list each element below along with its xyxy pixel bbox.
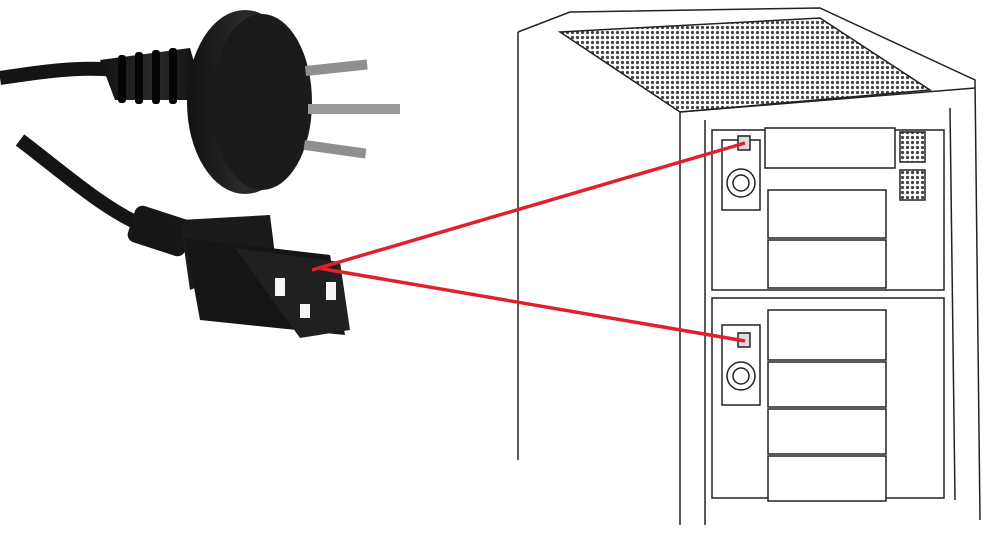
power-cord bbox=[0, 10, 400, 338]
cabinet-front-frame bbox=[679, 87, 976, 525]
connection-lines bbox=[311, 141, 746, 343]
cabinet-side bbox=[517, 7, 981, 521]
vent-1 bbox=[899, 131, 926, 163]
server-cabinet bbox=[517, 7, 981, 525]
wall-plug bbox=[100, 10, 400, 194]
cable-upper bbox=[0, 61, 116, 85]
line-to-lower-inlet bbox=[317, 266, 746, 343]
socket-hole-2 bbox=[326, 282, 336, 300]
plug-pin-middle bbox=[308, 104, 400, 114]
socket-hole-3 bbox=[300, 304, 310, 318]
plug-pin-bottom bbox=[303, 139, 367, 159]
line-to-upper-inlet bbox=[311, 141, 746, 272]
upper-fan bbox=[721, 139, 761, 211]
vent-2 bbox=[899, 169, 926, 201]
cable-lower bbox=[15, 134, 153, 235]
control-panel bbox=[764, 127, 896, 169]
battery-modules bbox=[767, 189, 887, 502]
cabinet-top bbox=[557, 17, 933, 113]
iec-c13-connector bbox=[127, 205, 350, 338]
plug-pin-top bbox=[305, 59, 368, 76]
socket-hole-1 bbox=[275, 278, 285, 296]
